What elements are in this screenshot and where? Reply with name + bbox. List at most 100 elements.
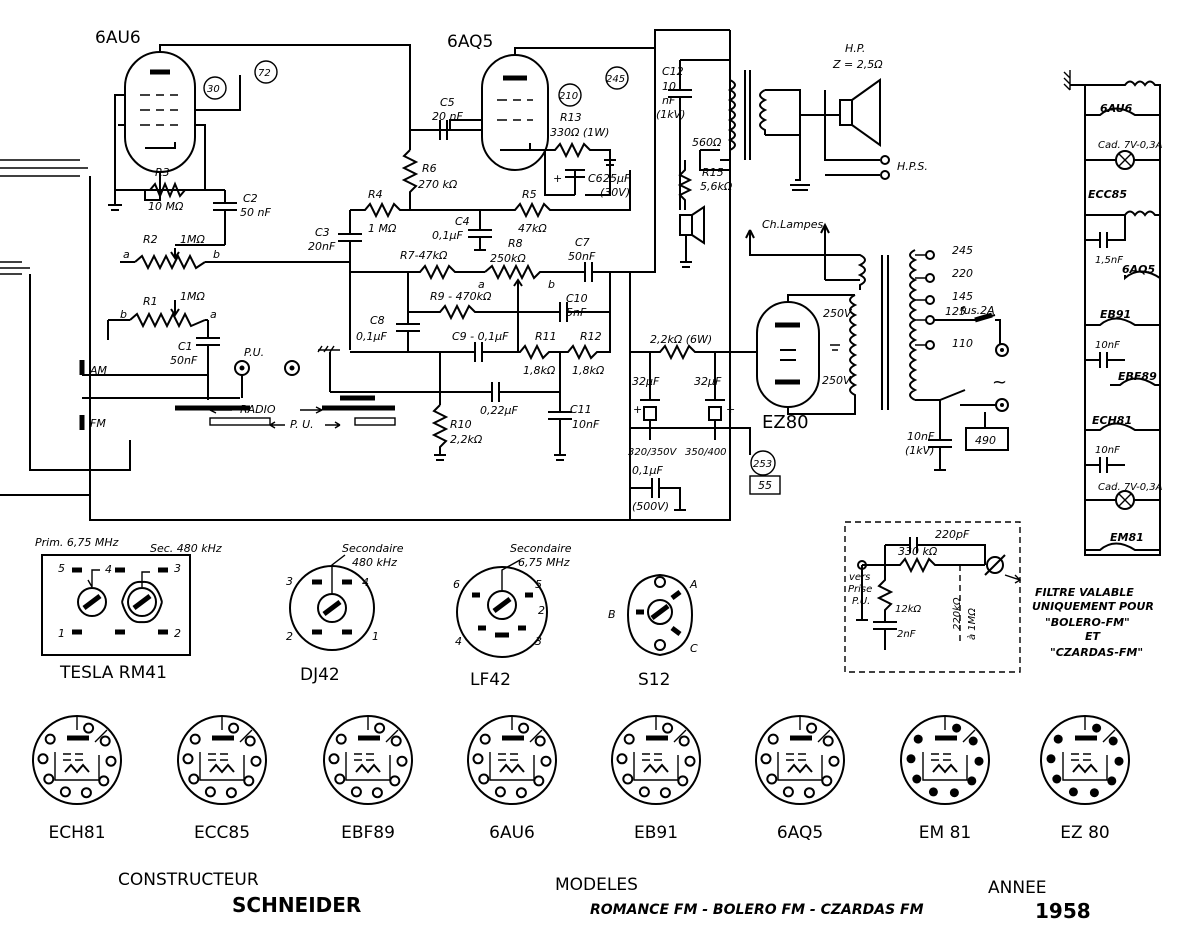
heater-ebf89: EBF89 xyxy=(1118,370,1157,383)
tube-socket: 6AU6 xyxy=(467,715,557,843)
marker-490: 490 xyxy=(975,434,996,447)
r1-b: b xyxy=(120,308,127,321)
dj42: Secondaire 480 kHz 3 4 2 1 DJ42 xyxy=(286,542,404,685)
lf-sec-2: 6,75 MHz xyxy=(518,556,570,569)
c12-v3: (1kV) xyxy=(656,108,685,121)
tube-socket-label: 6AQ5 xyxy=(777,823,823,843)
filter-r220k-2: à 1MΩ xyxy=(966,608,978,640)
tube-socket: EZ 80 xyxy=(1040,715,1130,843)
r2-b: b xyxy=(213,248,220,261)
c1-value: 50nF xyxy=(170,354,198,367)
annee-label: ANNEE xyxy=(988,878,1047,898)
c1-label: C1 xyxy=(178,340,193,353)
c32a-plus: + xyxy=(633,403,642,416)
filter-note-4: ET xyxy=(1085,630,1102,643)
s12-a: A xyxy=(689,578,698,591)
marker-210: 210 xyxy=(559,91,578,102)
lf-pin-5: 5 xyxy=(535,578,542,591)
c6-plus: + xyxy=(553,172,562,185)
c2-value: 50 nF xyxy=(240,206,271,219)
tube-6au6-label: 6AU6 xyxy=(95,28,141,48)
c022-value: 0,22µF xyxy=(480,404,518,417)
c1kv-label: (1kV) xyxy=(905,444,934,457)
heater-em81: EM81 xyxy=(1110,531,1144,544)
c10-value: 5nF xyxy=(566,306,587,319)
filter-vers-2: Prise xyxy=(848,584,872,595)
input-lines xyxy=(0,159,131,496)
tap-220: 220 xyxy=(952,267,973,280)
v250a-label: 250V xyxy=(823,307,853,320)
r12-label: R12 xyxy=(580,330,602,343)
filter-note-1: FILTRE VALABLE xyxy=(1035,586,1134,599)
tube-socket: ECH81 xyxy=(32,715,122,843)
power-supply: Ch.Lampes 245 220 145 125 110 fus.2A ~ 4… xyxy=(745,218,1009,471)
r10-label: R10 xyxy=(450,418,472,431)
c11-label: C11 xyxy=(570,403,592,416)
s12: A B C S12 xyxy=(608,573,698,690)
tesla-sec: Sec. 480 kHz xyxy=(150,542,222,555)
heater-6au6: 6AU6 xyxy=(1100,102,1133,115)
heater-lamp-1: Cad. 7V-0,3A xyxy=(1098,140,1163,151)
filter-c2nf: 2nF xyxy=(897,629,916,640)
filter-note-5: "CZARDAS-FM" xyxy=(1050,646,1143,659)
c12-v1: 10 xyxy=(662,80,676,93)
tube-ez80-label: EZ80 xyxy=(762,412,809,433)
tube-socket: 6AQ5 xyxy=(755,715,845,843)
r4-c3-c4-r5: R4 1 MΩ C3 20nF C4 0,1µF R5 47kΩ xyxy=(308,170,631,350)
speaker-hp: H.P. xyxy=(845,42,865,55)
footer: CONSTRUCTEUR SCHNEIDER MODELES ROMANCE F… xyxy=(118,870,1091,923)
v500-label: (500V) xyxy=(632,500,669,513)
r6-value: 270 kΩ xyxy=(418,178,458,191)
r3-value: 10 MΩ xyxy=(148,200,184,213)
lf-name: LF42 xyxy=(470,670,511,690)
r4-label: R4 xyxy=(368,188,383,201)
am-label: AM xyxy=(89,364,108,377)
marker-253: 253 xyxy=(753,459,772,470)
r6-label: R6 xyxy=(422,162,437,175)
r13-c6: R13 330Ω (1W) + C6 25µF (30V) xyxy=(530,111,631,199)
marker-30: 30 xyxy=(207,84,220,95)
dj-name: DJ42 xyxy=(300,665,340,685)
tap-245: 245 xyxy=(952,244,973,257)
c4-value: 0,1µF xyxy=(432,229,463,242)
r560-label: 560Ω xyxy=(692,136,722,149)
filter-vers-3: P.U. xyxy=(852,596,870,607)
heater-chain: 6AU6 Cad. 7V-0,3A ECC85 1,5nF 6AQ5 EB91 … xyxy=(1063,70,1163,556)
c5-label: C5 xyxy=(440,96,455,109)
r1-label: R1 xyxy=(143,295,158,308)
marker-245: 245 xyxy=(606,74,625,85)
marker-72: 72 xyxy=(258,68,271,79)
fuse-label: fus.2A xyxy=(960,304,995,317)
filter-note-2: UNIQUEMENT POUR xyxy=(1032,600,1154,613)
r5-label: R5 xyxy=(522,188,537,201)
c022-c11-r10: 0,22µF C11 10nF R10 2,2kΩ xyxy=(330,352,600,461)
marker-55: 55 xyxy=(758,479,772,492)
r11-value: 1,8kΩ xyxy=(523,364,556,377)
pu-switch-label: P. U. xyxy=(290,418,314,431)
r8-b: b xyxy=(548,278,555,291)
tesla-prim: Prim. 6,75 MHz xyxy=(35,536,119,549)
v350-label: 350/400 xyxy=(685,447,727,458)
tube-socket-label: EB91 xyxy=(634,823,678,843)
c3-value: 20nF xyxy=(308,240,336,253)
c4-label: C4 xyxy=(455,215,470,228)
c8-value: 0,1µF xyxy=(356,330,387,343)
r5-value: 47kΩ xyxy=(518,222,547,235)
heater-c10nf-1: 10nF xyxy=(1095,340,1120,351)
s12-name: S12 xyxy=(638,670,670,690)
c6-label: C6 xyxy=(588,172,603,185)
fm-label: FM xyxy=(90,417,106,430)
r2-label: R2 xyxy=(143,233,158,246)
tube-6au6: 6AU6 30 72 xyxy=(95,28,411,201)
r13-value: 330Ω (1W) xyxy=(550,126,609,139)
r4-value: 1 MΩ xyxy=(368,222,397,235)
c5-r6: C5 20 nF R6 270 kΩ xyxy=(401,96,482,210)
heater-6aq5: 6AQ5 xyxy=(1122,263,1156,276)
modeles-label: MODELES xyxy=(555,875,638,895)
c6-value: 25µF xyxy=(603,172,631,185)
speaker-hps: H.P.S. xyxy=(897,160,928,173)
tube-socket-label: EM 81 xyxy=(919,823,971,843)
v250b-label: 250V xyxy=(822,374,852,387)
v320-label: 320/350V xyxy=(628,447,678,458)
